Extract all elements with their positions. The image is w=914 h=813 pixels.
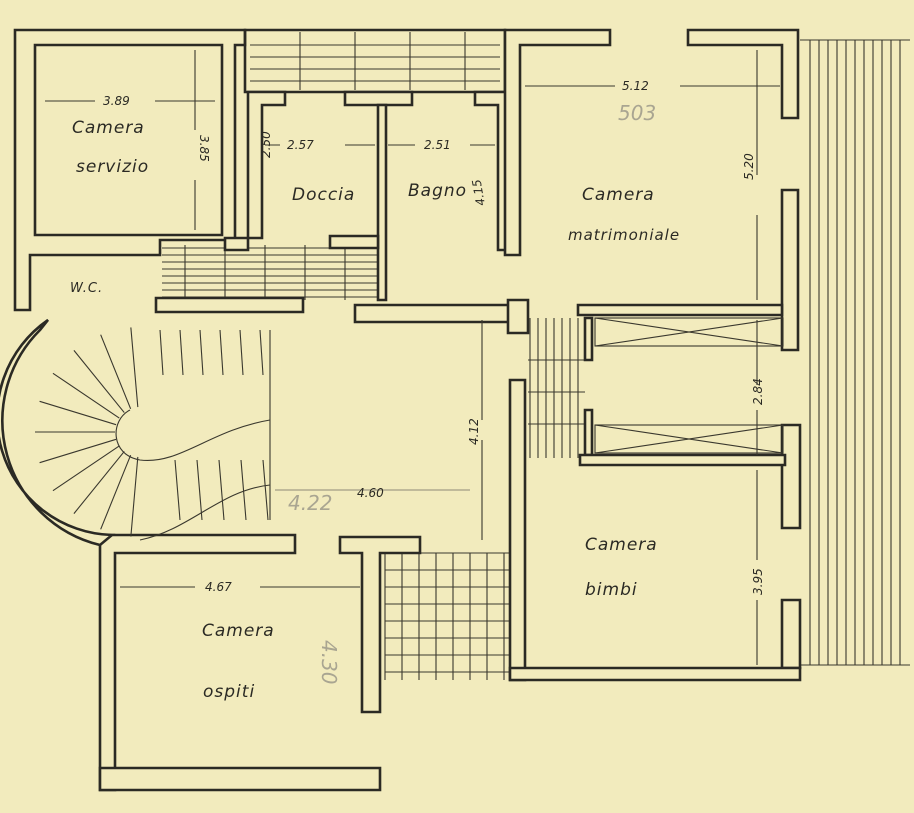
hatch-line [100, 454, 132, 530]
hatch-line [240, 459, 247, 521]
camera-bimbi-label-2: bimbi [585, 580, 638, 600]
camera-servizio-label: Camera [72, 118, 145, 138]
hatch-line [218, 459, 225, 521]
hatch-line [259, 329, 264, 376]
hatch-line [174, 459, 181, 521]
wardrobe-depth: 2.84 [751, 378, 765, 405]
ospiti-pencil-note: 4.30 [317, 640, 341, 685]
hatch-line [39, 438, 117, 464]
hatch-line [219, 329, 224, 376]
hatch-line [73, 451, 125, 514]
corridor-steps [162, 245, 380, 300]
hatch-line [52, 372, 120, 419]
hatch-line [196, 459, 203, 521]
hatch-line [239, 329, 244, 376]
hatch-line [159, 329, 164, 376]
side-steps [528, 318, 585, 458]
bimbi-depth: 3.95 [751, 568, 765, 595]
bagno-label: Bagno [408, 181, 467, 201]
hatch-line [52, 445, 120, 492]
hatch-line [262, 459, 269, 521]
camera-matrimoniale-label-2: matrimoniale [568, 226, 680, 244]
hatch-line [39, 400, 117, 426]
hall-depth: 4.12 [467, 418, 481, 445]
hatch-line [130, 327, 139, 408]
camera-ospiti-label-2: ospiti [203, 682, 255, 702]
doccia-width: 2.57 [287, 138, 314, 152]
camera-matrimoniale-label: Camera [582, 185, 655, 205]
hatch-line [130, 456, 139, 537]
servizio-width: 3.89 [103, 94, 130, 108]
hatch-line [73, 350, 125, 413]
wardrobes [594, 317, 784, 454]
spiral-staircase [0, 318, 271, 547]
matrimoniale-pencil-note: 503 [618, 101, 656, 125]
hatch-line [179, 329, 184, 376]
hall-width: 4.60 [357, 486, 384, 500]
walls [13, 28, 802, 792]
matrimoniale-depth: 5.20 [742, 153, 756, 180]
hatch-line [100, 334, 132, 410]
bagno-depth: 4.15 [470, 178, 488, 207]
camera-ospiti-label: Camera [202, 621, 275, 641]
hatch-line [199, 329, 204, 376]
camera-bimbi-label: Camera [585, 535, 658, 555]
doccia-label: Doccia [292, 185, 355, 205]
tiled-landing [384, 552, 510, 680]
wc-label: W.C. [70, 281, 103, 296]
upper-balcony [250, 32, 500, 90]
matrimoniale-width: 5.12 [622, 79, 649, 93]
camera-servizio-label-2: servizio [76, 157, 149, 177]
dimension-lines [45, 50, 780, 665]
servizio-depth: 3.85 [197, 135, 211, 162]
bagno-width: 2.51 [424, 138, 451, 152]
terrace-hatching [800, 39, 910, 666]
ospiti-width: 4.67 [205, 580, 232, 594]
doccia-depth: 2.50 [259, 131, 273, 158]
hall-pencil-note: 4.22 [288, 491, 333, 515]
